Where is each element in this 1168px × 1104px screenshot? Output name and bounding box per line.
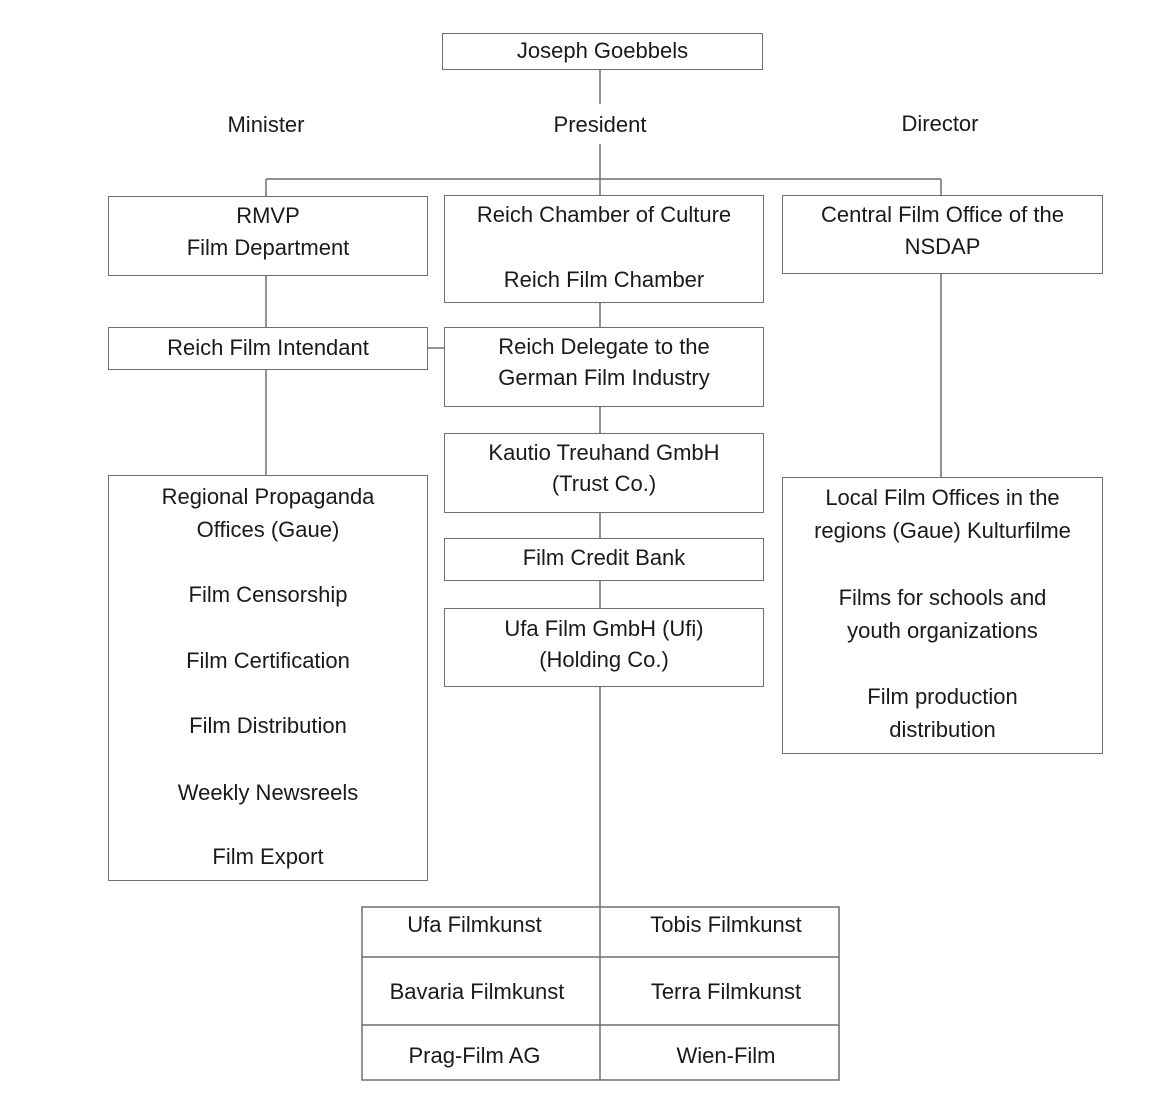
central-office-line1: Central Film Office of the	[821, 202, 1064, 227]
kautio-line2: (Trust Co.)	[551, 470, 657, 496]
central-office-box: Central Film Office of the NSDAP	[782, 195, 1103, 274]
regional-item: Film Distribution	[189, 713, 347, 738]
local-line2: regions (Gaue) Kulturfilme	[814, 518, 1071, 543]
delegate-line1: Reich Delegate to the	[498, 334, 710, 359]
credit-bank-box: Film Credit Bank	[444, 538, 764, 581]
intendant-box: Reich Film Intendant	[108, 327, 428, 370]
rmvp-line2: Film Department	[186, 234, 350, 260]
regional-item: Film Censorship	[188, 582, 348, 607]
regional-item: Film Export	[212, 844, 324, 869]
company-tobis-filmkunst: Tobis Filmkunst	[650, 912, 802, 937]
company-bavaria-filmkunst: Bavaria Filmkunst	[389, 979, 565, 1004]
kautio-box: Kautio Treuhand GmbH (Trust Co.)	[444, 433, 764, 513]
central-office-line2: NSDAP	[904, 233, 981, 259]
credit-bank-label: Film Credit Bank	[522, 545, 686, 570]
rkk-line1: Reich Chamber of Culture	[476, 202, 732, 227]
ufi-box: Ufa Film GmbH (Ufi) (Holding Co.)	[444, 608, 764, 687]
local-item2-line1: Film production	[867, 684, 1018, 709]
delegate-box: Reich Delegate to the German Film Indust…	[444, 327, 764, 407]
goebbels-label: Joseph Goebbels	[516, 38, 689, 63]
ufi-line2: (Holding Co.)	[539, 646, 669, 672]
goebbels-box: Joseph Goebbels	[442, 33, 763, 70]
local-item2-line2: distribution	[889, 717, 996, 742]
company-wien-film: Wien-Film	[676, 1043, 776, 1068]
ufi-line1: Ufa Film GmbH (Ufi)	[504, 616, 704, 641]
regional-box: Regional Propaganda Offices (Gaue) Film …	[108, 475, 428, 881]
regional-line1: Regional Propaganda	[161, 484, 375, 509]
rkk-box: Reich Chamber of Culture Reich Film Cham…	[444, 195, 764, 303]
rmvp-line1: RMVP	[236, 203, 300, 228]
regional-item: Film Certification	[186, 648, 350, 673]
role-president: President	[553, 112, 647, 137]
role-director: Director	[901, 111, 979, 136]
intendant-label: Reich Film Intendant	[167, 335, 369, 360]
local-item1-line2: youth organizations	[847, 618, 1038, 643]
rmvp-box: RMVP Film Department	[108, 196, 428, 276]
local-item1-line1: Films for schools and	[838, 585, 1047, 610]
kautio-line1: Kautio Treuhand GmbH	[488, 440, 720, 465]
delegate-line2: German Film Industry	[498, 364, 710, 390]
regional-line2: Offices (Gaue)	[196, 517, 340, 542]
company-prag-film: Prag-Film AG	[408, 1043, 541, 1068]
company-terra-filmkunst: Terra Filmkunst	[650, 979, 802, 1004]
regional-item: Weekly Newsreels	[177, 780, 359, 805]
rkk-line2: Reich Film Chamber	[503, 266, 705, 292]
local-line1: Local Film Offices in the	[825, 485, 1060, 510]
company-ufa-filmkunst: Ufa Filmkunst	[407, 912, 542, 937]
local-box: Local Film Offices in the regions (Gaue)…	[782, 477, 1103, 754]
role-minister: Minister	[227, 112, 305, 137]
